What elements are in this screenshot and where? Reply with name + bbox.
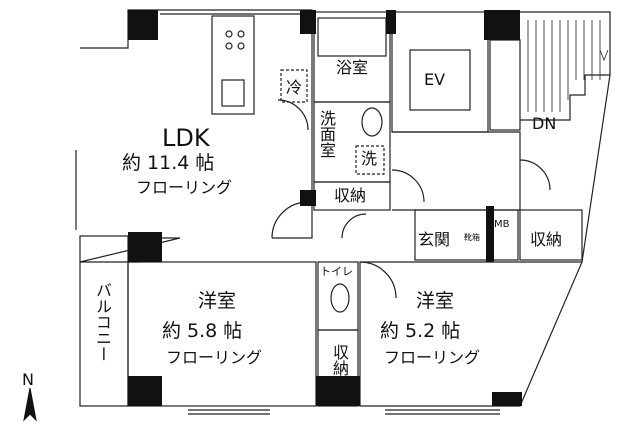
east-wall <box>581 74 611 263</box>
door-swing-2 <box>341 213 367 239</box>
fridge-label: 冷 <box>286 78 303 97</box>
corridor <box>392 131 521 211</box>
fridge-box <box>280 69 308 103</box>
balcony-label: バルコニー <box>93 282 112 362</box>
ldk-name: LDK <box>162 124 210 152</box>
storage3-outline <box>519 209 583 261</box>
western1-outline <box>127 261 317 407</box>
compass-icon <box>23 387 37 422</box>
door-swing-1 <box>271 201 309 239</box>
shaft <box>489 39 521 131</box>
stairs-down-label: DN <box>532 114 557 133</box>
storage3-label: 収納 <box>530 230 563 249</box>
wash-basin <box>361 107 383 137</box>
toilet-label: トイレ <box>320 265 353 278</box>
door-swing-4 <box>391 169 425 203</box>
western1-floor: フローリング <box>166 348 263 367</box>
door-swing-3 <box>359 261 397 299</box>
storage2-label: 収納 <box>330 344 349 376</box>
western1-name: 洋室 <box>198 290 237 312</box>
kitchen-counter <box>211 15 255 115</box>
mb-outline <box>491 209 519 261</box>
shoe-box-label: 靴箱 <box>464 233 480 242</box>
washer-box <box>355 145 385 175</box>
ldk-floor: フローリング <box>136 178 233 197</box>
western2-floor: フローリング <box>384 348 481 367</box>
western2-area: 約 5.2 帖 <box>380 320 461 342</box>
bath-outline <box>313 11 391 103</box>
western1-area: 約 5.8 帖 <box>162 320 243 342</box>
stairs <box>520 11 611 121</box>
storage1-label: 収納 <box>334 186 367 205</box>
door-swing-5 <box>277 99 309 131</box>
elevator-label: EV <box>424 70 446 89</box>
compass-label: N <box>22 370 34 389</box>
washer-label: 洗 <box>361 149 378 168</box>
mb-label: MB <box>494 219 510 230</box>
door-swing-6 <box>519 159 551 191</box>
ldk-area: 約 11.4 帖 <box>122 152 215 174</box>
washroom-label: 洗面室 <box>317 110 336 158</box>
bathtub <box>317 17 387 57</box>
entrance-label: 玄関 <box>418 230 451 249</box>
toilet-bowl <box>330 283 350 313</box>
elevator-car <box>409 49 471 111</box>
western2-name: 洋室 <box>416 290 455 312</box>
bath-label: 浴室 <box>336 58 369 77</box>
